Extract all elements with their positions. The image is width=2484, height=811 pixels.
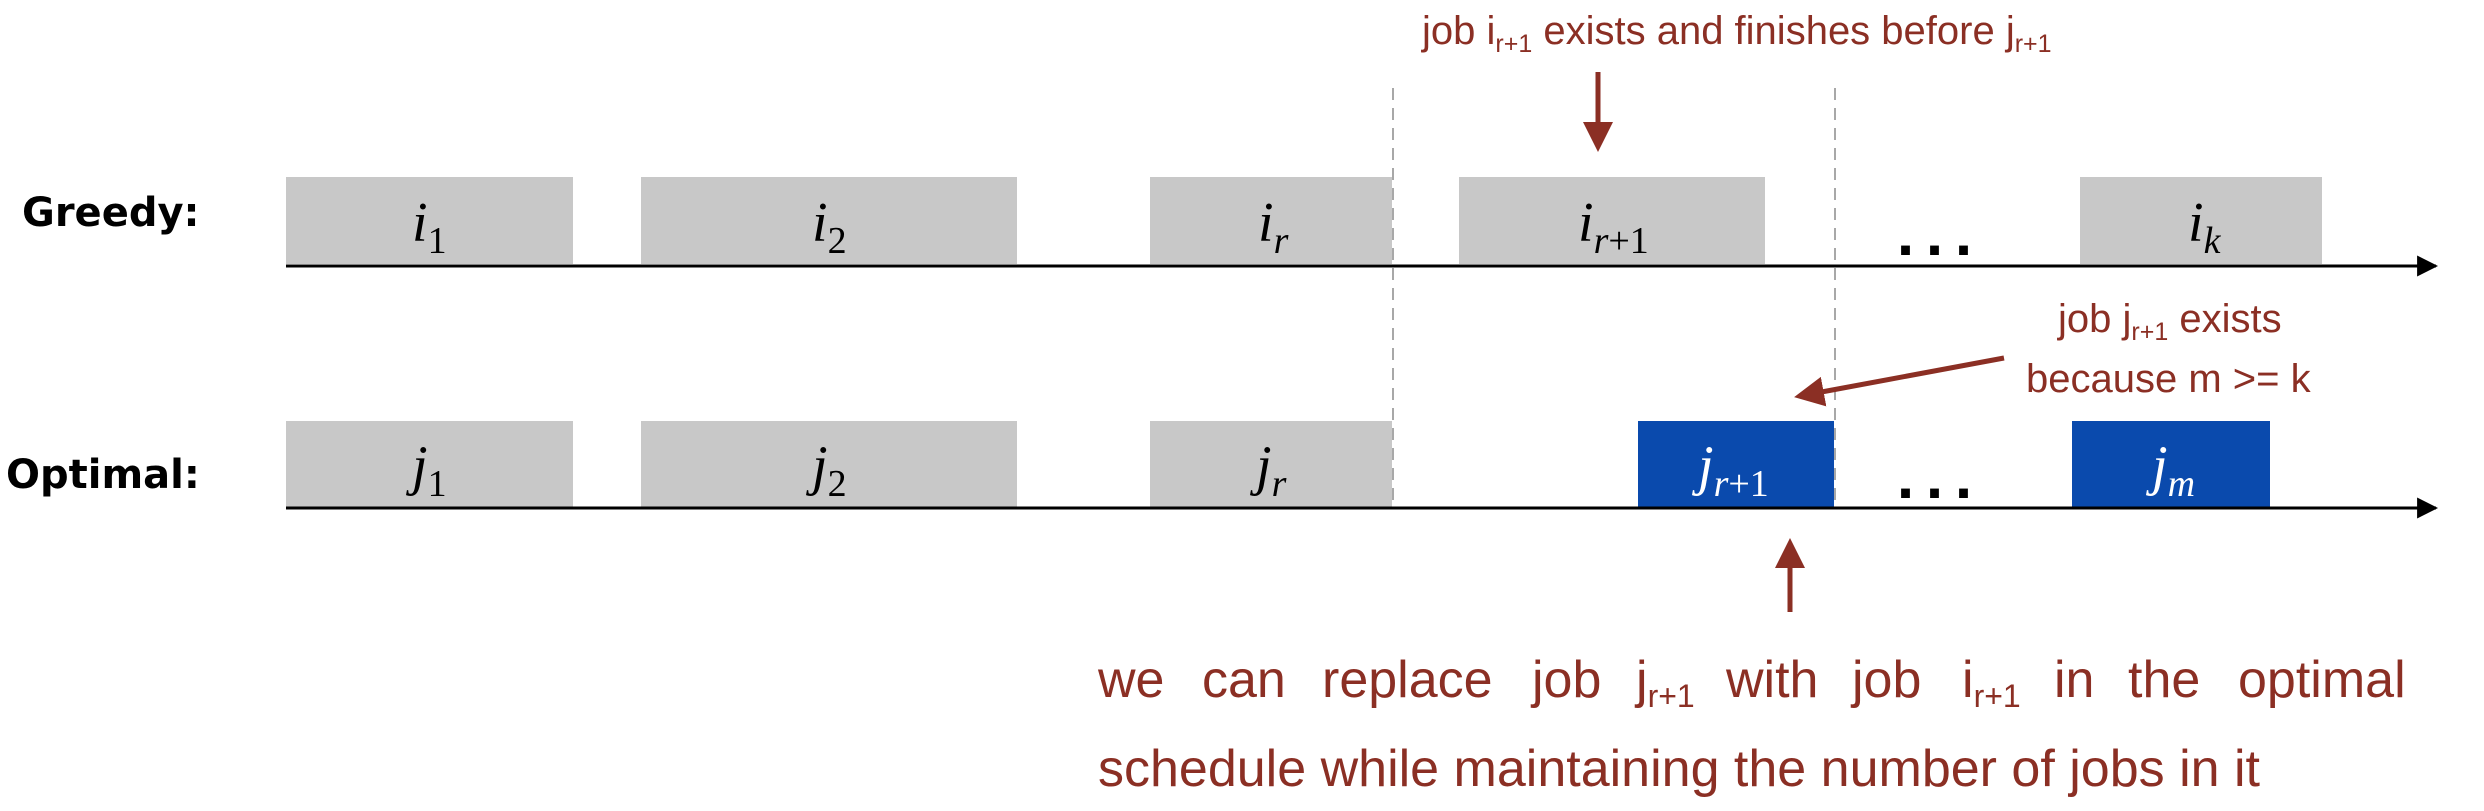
optimal-job-block [1150, 421, 1392, 508]
optimal-job-block-highlighted [1638, 421, 1834, 508]
bottom-annotation-word: optimal [2238, 651, 2406, 709]
optimal-row: j1 j2 jr jr+1 jm ... [286, 421, 2270, 510]
greedy-job-label: ik [2188, 192, 2222, 262]
greedy-job-label: i1 [412, 192, 447, 262]
optimal-job-label: j1 [406, 435, 447, 505]
greedy-job-block [641, 177, 1017, 264]
optimal-job-label: jm [2146, 435, 2195, 505]
bottom-annotation-word: job [1530, 651, 1601, 709]
greedy-job-label: i2 [812, 192, 847, 262]
optimal-job-block-highlighted [2072, 421, 2270, 508]
optimal-ellipsis: ... [1896, 452, 1983, 510]
greedy-row: i1 i2 ir ir+1 ik ... [286, 177, 2322, 267]
bottom-annotation: we can replace job jr+1 with job ir+1 in… [1097, 651, 2406, 798]
bottom-annotation-word: the [2128, 651, 2200, 709]
greedy-job-label: ir+1 [1578, 192, 1649, 262]
greedy-job-block [1459, 177, 1765, 264]
bottom-annotation-word: can [1202, 651, 1286, 709]
bottom-annotation-word: jr+1 [1634, 651, 1695, 714]
bottom-annotation-word: in [2054, 651, 2094, 709]
bottom-annotation-word: we [1097, 651, 1164, 709]
greedy-ellipsis: ... [1896, 209, 1983, 267]
greedy-job-block [1150, 177, 1392, 264]
bottom-annotation-word: ir+1 [1962, 651, 2021, 714]
greedy-job-label: ir [1258, 192, 1289, 262]
bottom-annotation-word: job [1850, 651, 1921, 709]
optimal-job-block [641, 421, 1017, 508]
greedy-job-block [286, 177, 573, 264]
optimal-job-block [286, 421, 573, 508]
side-annotation-arrow [1794, 355, 2005, 407]
greedy-job-block [2080, 177, 2322, 264]
optimal-job-label: j2 [806, 435, 847, 505]
optimal-job-label: jr [1250, 435, 1287, 505]
bottom-annotation-word: replace [1322, 651, 1493, 709]
optimal-label: Optimal: [6, 452, 200, 498]
bottom-annotation-word: with [1725, 651, 1818, 709]
top-annotation: job ir+1 exists and finishes before jr+1 [1421, 9, 2052, 58]
bottom-annotation-line2: schedule while maintaining the number of… [1098, 740, 2261, 798]
side-annotation-line1: job jr+1 exists [2057, 297, 2282, 346]
optimal-job-label: jr+1 [1692, 435, 1769, 505]
greedy-label: Greedy: [22, 190, 200, 236]
side-annotation-line2: because m >= k [2026, 357, 2312, 401]
